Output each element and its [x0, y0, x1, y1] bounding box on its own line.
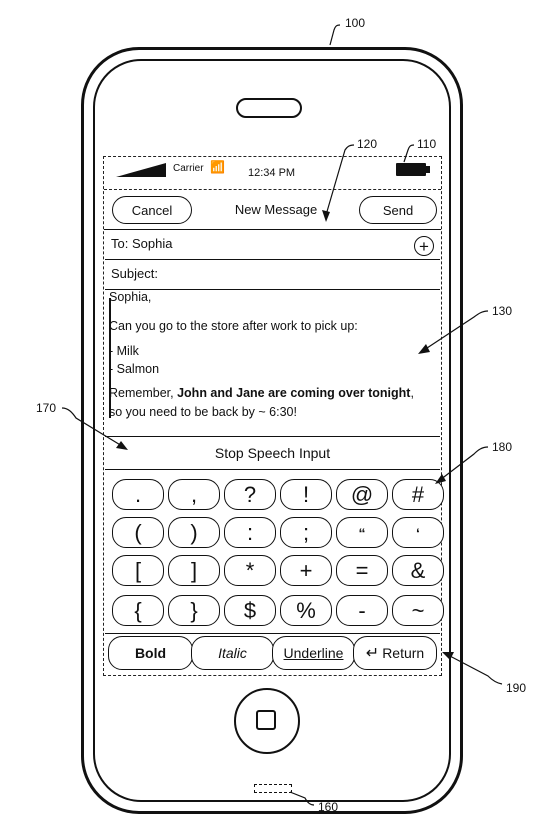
ref-180: 180: [492, 440, 513, 454]
key-r1-c4[interactable]: !: [280, 479, 332, 510]
format-bar: [105, 633, 440, 672]
home-square-icon: [256, 710, 276, 730]
key-r1-c2[interactable]: ,: [168, 479, 220, 510]
ref-170: 170: [36, 401, 57, 415]
key-r3-c1[interactable]: [: [112, 555, 164, 586]
ref-110: 110: [417, 137, 437, 151]
status-bar: [104, 157, 441, 190]
key-r3-c4[interactable]: +: [280, 555, 332, 586]
return-button[interactable]: ↵Return: [353, 636, 437, 670]
wifi-icon: 📶: [210, 160, 225, 174]
ref-120: 120: [357, 137, 378, 151]
key-r4-c6[interactable]: ~: [392, 595, 444, 626]
key-r3-c2[interactable]: ]: [168, 555, 220, 586]
ref-130: 130: [492, 304, 513, 318]
underline-button[interactable]: Underline: [272, 636, 355, 670]
subject-field[interactable]: Subject:: [105, 260, 440, 290]
battery-tip: [426, 166, 430, 173]
key-r1-c5[interactable]: @: [336, 479, 388, 510]
stop-speech-input-button[interactable]: Stop Speech Input: [105, 437, 440, 470]
body-greeting: Sophia,: [109, 290, 152, 304]
ref-160: 160: [318, 800, 339, 814]
key-r3-c3[interactable]: *: [224, 555, 276, 586]
key-r1-c6[interactable]: #: [392, 479, 444, 510]
body-item-1: - Milk: [109, 344, 139, 358]
body-line-1: Can you go to the store after work to pi…: [109, 319, 358, 333]
key-r2-c1[interactable]: (: [112, 517, 164, 548]
earpiece-speaker: [236, 98, 302, 118]
home-button[interactable]: [234, 688, 300, 754]
to-field[interactable]: To: Sophia: [105, 230, 440, 260]
send-button[interactable]: Send: [359, 196, 437, 224]
key-r2-c3[interactable]: :: [224, 517, 276, 548]
ref-100: 100: [345, 16, 366, 30]
body-line-2-start: Remember,: [109, 386, 178, 400]
key-r4-c2[interactable]: }: [168, 595, 220, 626]
key-r4-c4[interactable]: %: [280, 595, 332, 626]
key-r4-c3[interactable]: $: [224, 595, 276, 626]
body-line-2: Remember, John and Jane are coming over …: [109, 386, 414, 400]
key-r3-c5[interactable]: =: [336, 555, 388, 586]
key-r2-c5[interactable]: “: [336, 517, 388, 548]
key-r2-c6[interactable]: ‘: [392, 517, 444, 548]
body-item-2: - Salmon: [109, 362, 160, 376]
carrier-label: Carrier: [173, 163, 204, 174]
key-r1-c1[interactable]: .: [112, 479, 164, 510]
leader-100: [329, 24, 341, 46]
signal-strength-icon: [116, 163, 166, 177]
key-r2-c2[interactable]: ): [168, 517, 220, 548]
key-r2-c4[interactable]: ;: [280, 517, 332, 548]
add-recipient-icon[interactable]: +: [414, 236, 434, 256]
connector-port: [254, 784, 292, 793]
body-line-2-end: ,: [410, 386, 414, 400]
message-body[interactable]: Sophia, Can you go to the store after wo…: [105, 290, 440, 437]
battery-icon: [396, 163, 426, 176]
bold-button[interactable]: Bold: [108, 636, 193, 670]
key-r3-c6[interactable]: &: [392, 555, 444, 586]
ref-190: 190: [506, 681, 527, 695]
return-label: Return: [382, 645, 425, 661]
return-arrow-icon: ↵: [365, 645, 380, 662]
body-line-3: so you need to be back by ~ 6:30!: [109, 405, 297, 419]
cancel-button[interactable]: Cancel: [112, 196, 192, 224]
italic-button[interactable]: Italic: [191, 636, 274, 670]
key-r1-c3[interactable]: ?: [224, 479, 276, 510]
body-line-2-bold: John and Jane are coming over tonight: [177, 386, 411, 400]
text-cursor: [109, 298, 111, 418]
key-r4-c5[interactable]: -: [336, 595, 388, 626]
key-r4-c1[interactable]: {: [112, 595, 164, 626]
navigation-bar: [104, 190, 441, 230]
nav-title: New Message: [234, 202, 318, 217]
status-time: 12:34 PM: [248, 167, 296, 179]
